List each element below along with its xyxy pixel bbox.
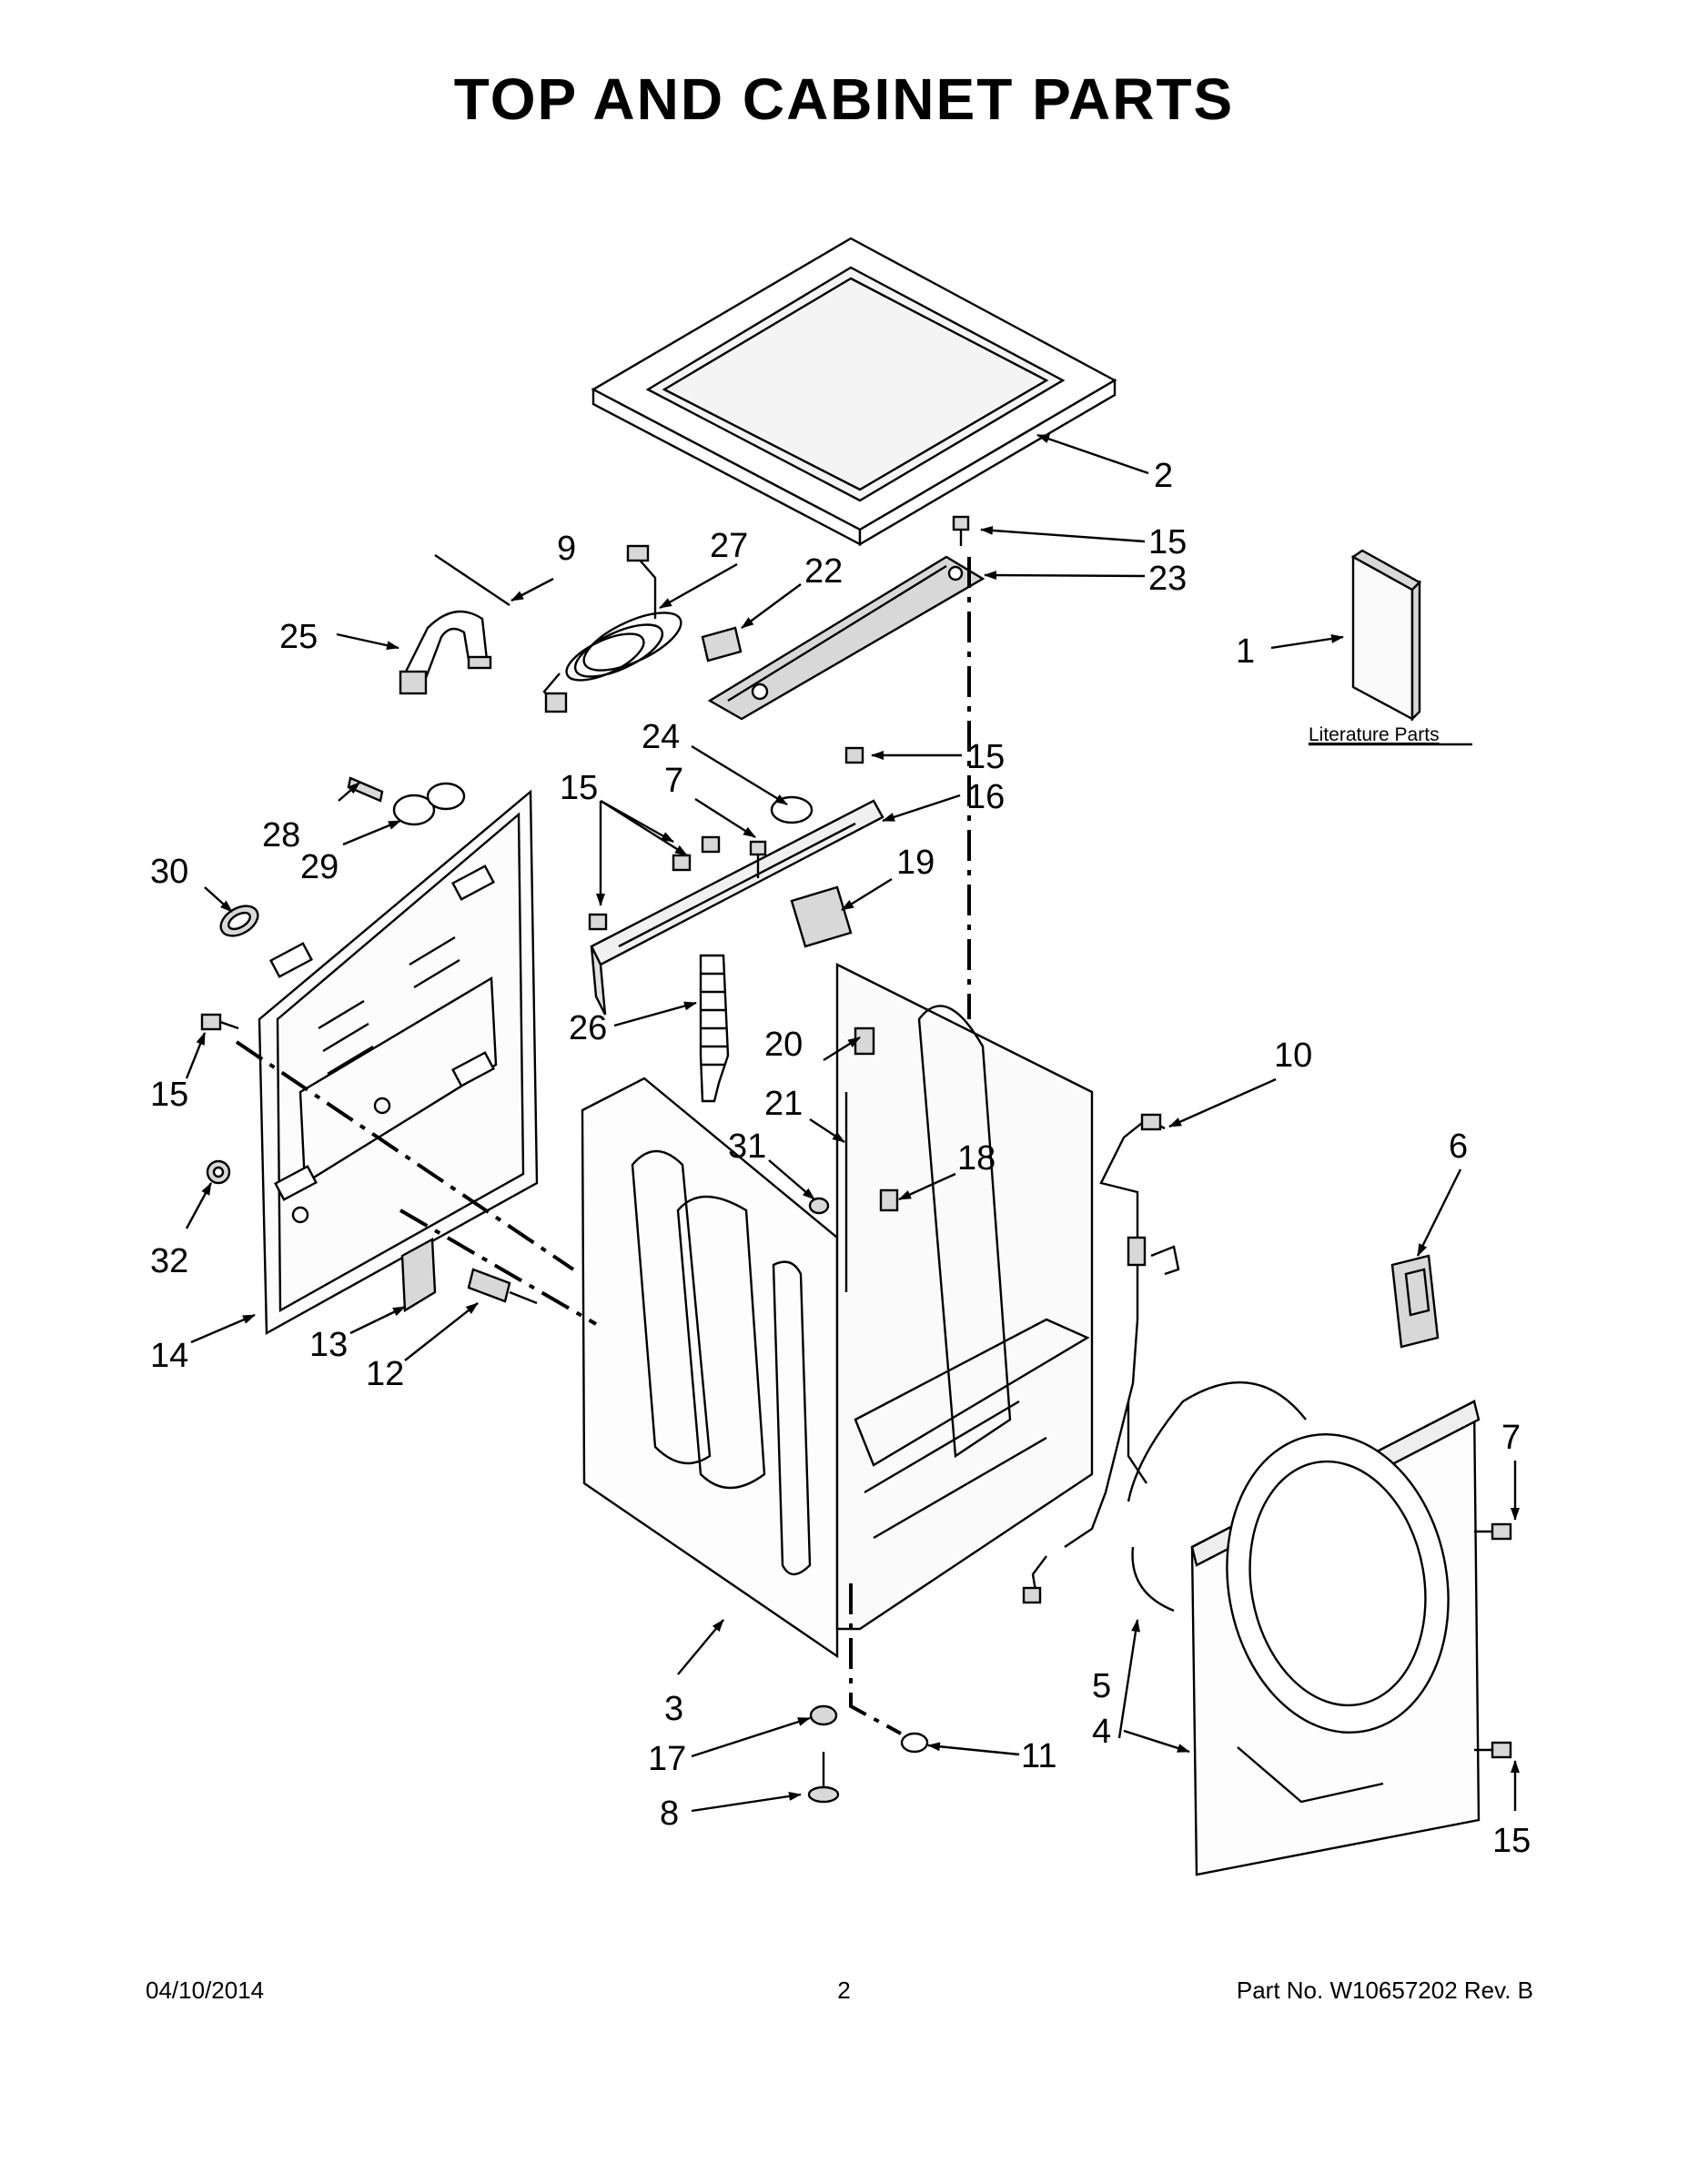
- pin-12-part: [467, 1268, 538, 1305]
- side-panel-part: [581, 1077, 839, 1659]
- screw-15-right-part: [1474, 1741, 1512, 1759]
- screw-28-part: [347, 776, 384, 803]
- literature-parts-label: Literature Parts: [1309, 724, 1440, 745]
- screw-15-left-part: [200, 1013, 239, 1031]
- footer-page-number: 2: [837, 1977, 851, 2004]
- callout-11: 11: [1021, 1737, 1056, 1775]
- gasket-30-part: [219, 905, 259, 937]
- callout-15-bracket-left: 15: [560, 769, 598, 807]
- leveling-leg-8-part: [807, 1752, 840, 1804]
- grommet-31-part: [808, 1197, 830, 1215]
- callout-10: 10: [1274, 1036, 1312, 1075]
- rod-part: [434, 554, 510, 606]
- callout-21: 21: [764, 1085, 803, 1123]
- callout-12: 12: [366, 1355, 404, 1393]
- callout-28: 28: [262, 816, 300, 854]
- callout-8: 8: [660, 1795, 679, 1833]
- callout-14: 14: [150, 1337, 188, 1375]
- sensor-18-part: [879, 1188, 899, 1212]
- screw-15-bracket-part: [588, 746, 864, 931]
- callout-7-right: 7: [1501, 1419, 1521, 1457]
- clip-part: [701, 626, 743, 662]
- callout-15-top: 15: [1148, 523, 1187, 561]
- callout-32: 32: [150, 1242, 188, 1280]
- switch-19-part: [790, 885, 853, 948]
- switch-20-part: [854, 1026, 875, 1056]
- callout-9: 9: [557, 530, 576, 568]
- callout-30: 30: [150, 853, 188, 891]
- callout-5: 5: [1092, 1667, 1111, 1705]
- callout-1: 1: [1236, 632, 1255, 671]
- alignment-lines: [235, 557, 971, 1735]
- footer-part-number: Part No. W10657202 Rev. B: [1236, 1977, 1533, 2004]
- callout-7-bracket: 7: [664, 762, 683, 800]
- grommet-29-part: [392, 782, 466, 826]
- callout-15-right: 15: [1492, 1822, 1531, 1860]
- callout-26: 26: [569, 1009, 607, 1047]
- screw-7-right-part: [1474, 1522, 1512, 1541]
- callout-16: 16: [966, 778, 1005, 816]
- callout-22: 22: [804, 552, 843, 591]
- drain-hose-part: [399, 610, 492, 695]
- callout-24: 24: [642, 718, 680, 756]
- screw-7-part: [749, 840, 767, 878]
- cable-5-part: [1127, 1381, 1307, 1613]
- bracket-13-part: [400, 1238, 437, 1313]
- footer-date: 04/10/2014: [146, 1977, 265, 2004]
- callout-29: 29: [300, 848, 339, 886]
- callout-2: 2: [1154, 457, 1173, 495]
- power-cord-part: [542, 544, 682, 713]
- callout-31: 31: [728, 1127, 766, 1166]
- callout-23: 23: [1148, 560, 1187, 598]
- callout-13: 13: [309, 1326, 348, 1364]
- callout-27: 27: [710, 527, 748, 565]
- foot-pad-17-part: [809, 1704, 838, 1726]
- callout-19: 19: [896, 844, 935, 882]
- fill-tube-26-part: [699, 954, 730, 1103]
- callout-3: 3: [664, 1690, 683, 1728]
- leader-lines: [185, 433, 1520, 1813]
- door-lock-6-part: [1390, 1254, 1440, 1349]
- screw-part: [952, 515, 970, 546]
- callout-15-bracket-right: 15: [966, 738, 1005, 776]
- callout-6: 6: [1449, 1127, 1468, 1166]
- literature-booklet-part: [1350, 549, 1421, 722]
- front-panel-4-part: [1190, 1400, 1481, 1876]
- wire-harness-10-part: [1022, 1113, 1180, 1604]
- callout-4: 4: [1092, 1713, 1111, 1751]
- callout-15-left: 15: [150, 1076, 188, 1114]
- cabinet-frame-part: [835, 963, 1094, 1631]
- callout-25: 25: [279, 618, 318, 656]
- clamp-24-part: [770, 795, 814, 824]
- callout-18: 18: [957, 1139, 996, 1178]
- page-title: TOP AND CABINET PARTS: [453, 66, 1235, 132]
- top-rail-part: [707, 555, 986, 721]
- top-panel-part: [591, 237, 1117, 547]
- callout-17: 17: [648, 1740, 686, 1778]
- plug-32-part: [206, 1159, 231, 1185]
- plug-11-part: [900, 1732, 929, 1754]
- callout-20: 20: [764, 1026, 803, 1064]
- callout-labels: 1 2 3 4 5 6 7 7 8 9 10 11 12 13 14 15 15…: [150, 457, 1531, 1860]
